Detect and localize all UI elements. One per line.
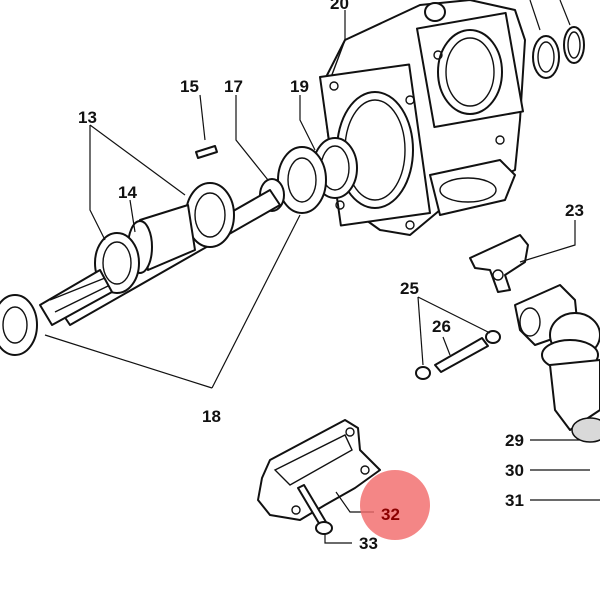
- callout-23: 23: [565, 201, 584, 220]
- gearbox-housing: [318, 0, 526, 236]
- callout-15: 15: [180, 77, 199, 96]
- callout-31: 31: [505, 491, 524, 510]
- callout-17: 17: [224, 77, 243, 96]
- shaft-assembly: [0, 137, 358, 356]
- callout-19: 19: [290, 77, 309, 96]
- callout-25: 25: [400, 279, 419, 298]
- leader-lines: [44, 0, 600, 544]
- callout-29: 29: [505, 431, 524, 450]
- callout-30: 30: [505, 461, 524, 480]
- bracket-32: [257, 419, 381, 521]
- callout-33: 33: [359, 534, 378, 553]
- callout-13: 13: [78, 108, 97, 127]
- right-stack: [514, 284, 600, 443]
- bolt-33: [297, 484, 333, 535]
- lever-23: [469, 234, 529, 293]
- callout-20: 20: [330, 0, 349, 13]
- callout-18: 18: [202, 407, 221, 426]
- callout-26: 26: [432, 317, 451, 336]
- highlight-circle[interactable]: [360, 470, 430, 540]
- callout-14: 14: [118, 183, 137, 202]
- pin-26-and-clips-25: [415, 330, 501, 380]
- callout-32[interactable]: 32: [381, 505, 400, 524]
- top-right-rings: [532, 26, 585, 79]
- callout-labels: 13 14 15 17 18 19 20 23 25 26 29 30 31 3…: [78, 0, 584, 553]
